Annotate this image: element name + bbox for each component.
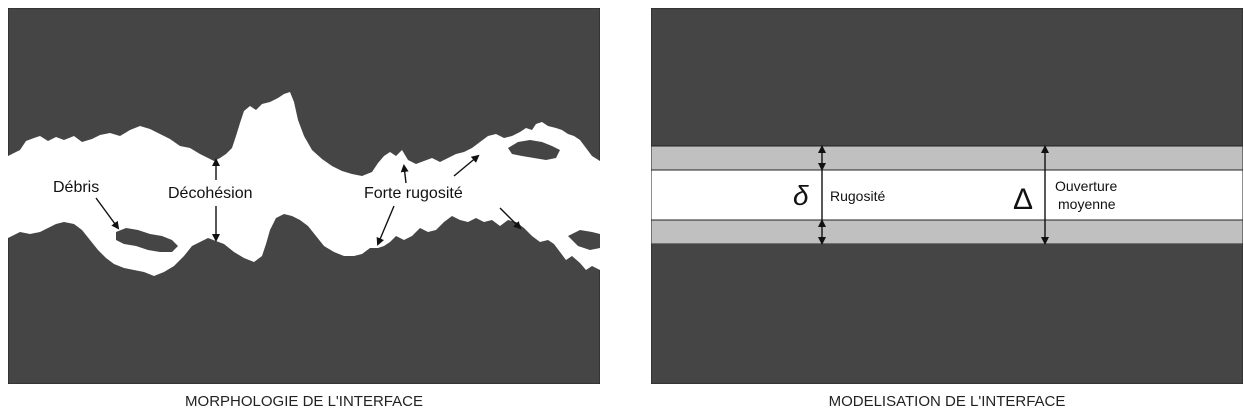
- rugosity-arrow-3: [453, 154, 480, 177]
- opening-label-line1: Ouverture: [1055, 178, 1117, 194]
- rugosity-text: Rugosité: [830, 188, 885, 204]
- rugosity-arrow-1: [376, 205, 395, 246]
- lower-solid: [651, 244, 1243, 384]
- debris-island-2: [508, 140, 560, 160]
- rugosity-arrow-2: [400, 164, 409, 184]
- debris-island-1: [116, 228, 178, 252]
- rugosity-arrow-4: [499, 207, 522, 230]
- delta-small-symbol: δ: [793, 180, 809, 211]
- model-panel: δ Rugosité Δ Ouverture moyenne: [651, 8, 1243, 384]
- decohesion-label: Décohésion: [168, 185, 253, 202]
- morphology-panel: Débris Décohésion Forte rugosité: [8, 8, 600, 384]
- morphology-caption: MORPHOLOGIE DE L'INTERFACE: [185, 393, 423, 410]
- mean-opening: [651, 169, 1243, 221]
- delta-big-symbol: Δ: [1013, 183, 1033, 216]
- debris-label: Débris: [53, 179, 99, 196]
- upper-roughness-band: [651, 145, 1243, 171]
- debris-arrow: [95, 197, 120, 230]
- debris-island-3: [568, 230, 600, 250]
- fracture-void: [8, 92, 600, 276]
- rugosity-label: Forte rugosité: [364, 185, 463, 202]
- opening-label-line2: moyenne: [1058, 196, 1116, 212]
- model-caption: MODELISATION DE L'INTERFACE: [828, 393, 1066, 410]
- lower-roughness-band: [651, 219, 1243, 245]
- upper-solid: [651, 8, 1243, 146]
